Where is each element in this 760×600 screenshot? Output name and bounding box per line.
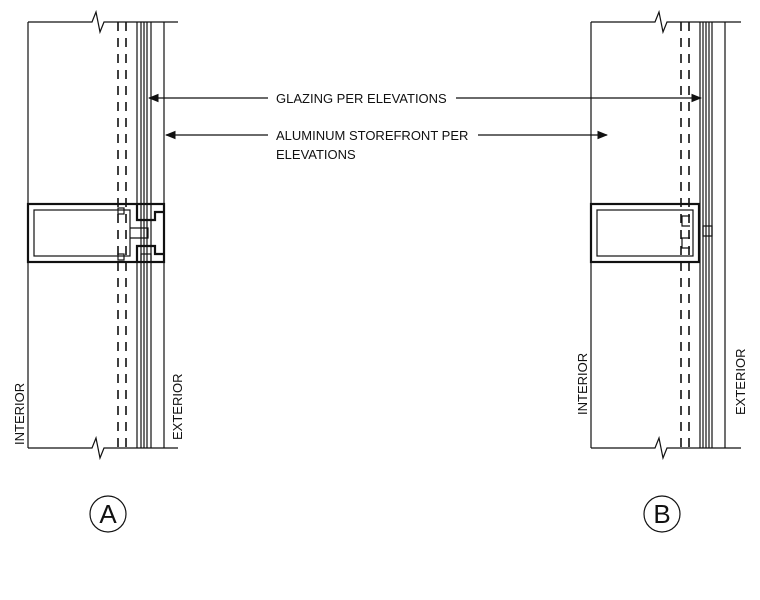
callouts: GLAZING PER ELEVATIONS ALUMINUM STOREFRO…	[147, 91, 703, 162]
glazing-callout: GLAZING PER ELEVATIONS	[276, 91, 447, 106]
detail-a: INTERIOR EXTERIOR A	[12, 9, 185, 533]
detail-marker-circle	[643, 495, 681, 533]
glazing-clip-lower	[681, 237, 690, 249]
glazing-clip-upper	[681, 215, 690, 227]
silicone-joint	[702, 225, 713, 237]
detail-b: INTERIOR EXTERIOR B	[575, 9, 748, 533]
mullion-tube-inner	[33, 209, 131, 257]
storefront-callout-line1: ALUMINUM STOREFRONT PER	[276, 128, 468, 143]
interior-label: INTERIOR	[575, 353, 590, 415]
mullion-tube-inner	[596, 209, 694, 257]
mullion-tube-outer	[589, 202, 701, 264]
mullion-nose	[130, 227, 149, 239]
mullion-tube-outer	[26, 202, 166, 264]
glazing-stop-upper	[135, 204, 164, 222]
interior-label: INTERIOR	[12, 383, 27, 445]
exterior-label: EXTERIOR	[733, 349, 748, 415]
glazing-stop-lower	[135, 244, 164, 262]
storefront-callout-line2: ELEVATIONS	[276, 147, 356, 162]
break-line-top	[591, 9, 741, 35]
break-line-top	[28, 9, 178, 35]
setting-block	[117, 253, 125, 261]
detail-marker-letter: A	[99, 499, 117, 529]
detail-marker-letter: B	[653, 499, 670, 529]
setting-block	[117, 207, 125, 215]
exterior-label: EXTERIOR	[170, 374, 185, 440]
break-line-bottom	[28, 435, 178, 461]
glazing-gasket	[140, 253, 152, 263]
detail-marker-circle	[89, 495, 127, 533]
break-line-bottom	[591, 435, 741, 461]
